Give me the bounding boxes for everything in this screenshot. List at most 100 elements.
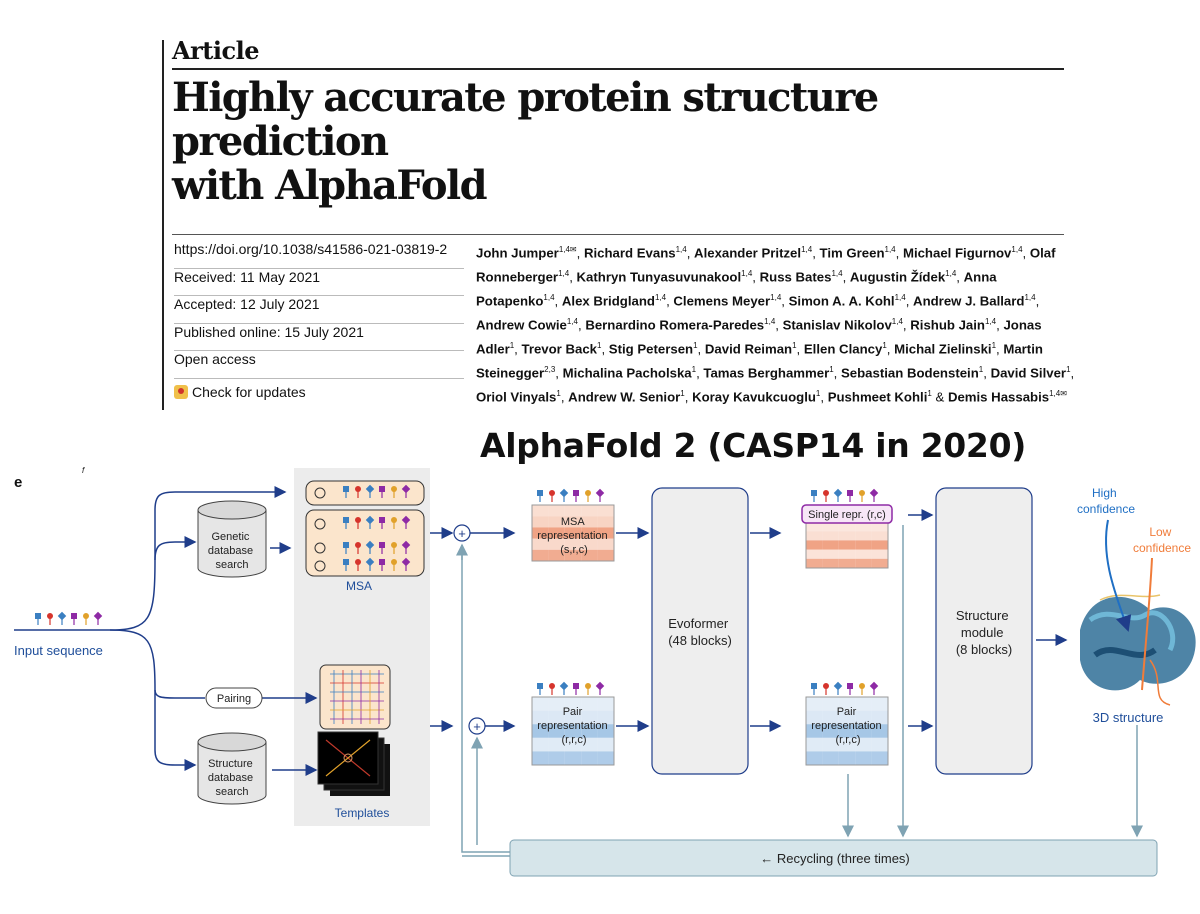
author-name[interactable]: Michal Zielinski — [894, 341, 992, 357]
svg-text:Structure database sea: Structure database search — [208, 758, 256, 798]
author-name[interactable]: Andrew Cowie — [476, 317, 567, 333]
left-rule — [162, 40, 164, 410]
high-confidence-line1: High — [1092, 486, 1117, 500]
author-name[interactable]: Trevor Back — [521, 341, 598, 357]
svg-text:Evoformer (48 blocks): Evoformer (48 blocks) — [668, 616, 732, 648]
author-name[interactable]: Andrew W. Senior — [568, 389, 681, 405]
author-name[interactable]: Demis Hassabis — [947, 389, 1050, 405]
received-date: Received: 11 May 2021 — [174, 269, 464, 296]
author-name[interactable]: Koray Kavukcuoglu — [692, 389, 816, 405]
author-name[interactable]: Rishub Jain — [910, 317, 985, 333]
msa-add-symbol: + — [458, 526, 466, 541]
author-name[interactable]: Jonas Adler — [476, 317, 1042, 357]
author-name[interactable]: Anna Potapenko — [476, 269, 997, 309]
panel-label-small: f — [82, 466, 85, 475]
author-name[interactable]: Tim Green — [819, 245, 885, 261]
author-affiliation: 1,4 — [801, 245, 813, 254]
author-name[interactable]: Andrew J. Ballard — [913, 293, 1025, 309]
author-name[interactable]: Stig Petersen — [608, 341, 694, 357]
author-affiliation: 1 — [509, 340, 515, 350]
author-affiliation: 2,3 — [544, 364, 556, 374]
author-affiliation: 1,4 — [831, 268, 843, 278]
genetic-db-line2: database — [208, 545, 253, 557]
author-name[interactable]: Alex Bridgland — [561, 293, 655, 309]
svg-text:High confidence: High confidence — [1077, 486, 1135, 516]
author-affiliation: 1,4 — [1024, 292, 1036, 302]
author-name[interactable]: David Silver — [990, 365, 1067, 381]
recycling-label: ← Recycling (three times) — [760, 851, 910, 866]
author-affiliation: 1,4 — [654, 292, 667, 302]
title-line-2: with AlphaFold — [172, 162, 488, 209]
author-name[interactable]: Bernardino Romera-Paredes — [585, 317, 765, 333]
author-affiliation: 1 — [829, 364, 834, 374]
genetic-database-icon — [197, 500, 267, 578]
article-meta: https://doi.org/10.1038/s41586-021-03819… — [174, 241, 464, 406]
author-name[interactable]: Alexander Pritzel — [694, 245, 802, 261]
author-name[interactable]: Michalina Pacholska — [562, 365, 692, 381]
author-name[interactable]: Augustin Žídek — [849, 269, 946, 285]
msa-repr-line2: representation — [537, 530, 607, 542]
evoformer-block — [651, 487, 749, 775]
author-name[interactable]: Russ Bates — [759, 269, 832, 285]
high-confidence-line2: confidence — [1077, 502, 1135, 516]
author-name[interactable]: Michael Figurnov — [902, 245, 1012, 261]
author-name[interactable]: Tamas Berghammer — [703, 365, 830, 381]
top-rule — [172, 68, 1064, 70]
author-affiliation: 1 — [882, 340, 887, 350]
check-updates-link[interactable]: Check for updates — [174, 379, 464, 407]
protein-3d-structure-image — [1080, 594, 1196, 706]
author-affiliation: 1,4 — [884, 245, 896, 254]
author-affiliation: 1,4 — [566, 316, 578, 326]
author-name[interactable]: Sebastian Bodenstein — [841, 365, 979, 381]
article-title: Highly accurate protein structure predic… — [172, 76, 1072, 208]
author-affiliation: 1 — [1066, 364, 1071, 374]
figure-heading: AlphaFold 2 (CASP14 in 2020) — [480, 426, 1027, 465]
author-name[interactable]: Martin Steinegger — [476, 341, 1043, 381]
check-updates-label: Check for updates — [192, 384, 306, 401]
input-sequence-glyphs — [35, 611, 103, 625]
structure-db-line2: database — [208, 772, 253, 784]
author-name[interactable]: Ellen Clancy — [803, 341, 883, 357]
author-affiliation: 1 — [556, 388, 561, 398]
author-name[interactable]: Oriol Vinyals — [476, 389, 557, 405]
author-affiliation: 1,4✉ — [558, 245, 577, 254]
author-affiliation: 1,4 — [985, 316, 997, 326]
author-name[interactable]: Stanislav Nikolov — [782, 317, 892, 333]
doi-link[interactable]: https://doi.org/10.1038/s41586-021-03819… — [174, 241, 464, 269]
author-affiliation: 1 — [597, 340, 602, 350]
input-sequence-label: Input sequence — [14, 643, 103, 658]
author-affiliation: 1,4 — [891, 316, 903, 326]
author-name[interactable]: David Reiman — [704, 341, 793, 357]
structure-db-line3: search — [215, 786, 248, 798]
author-affiliation: 1 — [978, 364, 984, 374]
author-affiliation: 1 — [927, 388, 932, 398]
author-name[interactable]: Olaf Ronneberger — [476, 245, 1056, 285]
author-name[interactable]: Clemens Meyer — [673, 293, 771, 309]
author-name[interactable]: Kathryn Tunyasuvunakool — [576, 269, 742, 285]
svg-text:Genetic database searc: Genetic database search — [208, 531, 256, 571]
svg-text:Structure module (8 bl: Structure module (8 blocks) — [956, 608, 1012, 657]
msa-label: MSA — [346, 579, 372, 593]
structure-database-icon — [197, 732, 267, 805]
pair-repr-out-line3: (r,r,c) — [835, 734, 860, 746]
author-name[interactable]: John Jumper — [476, 245, 559, 261]
author-affiliation: 1 — [680, 388, 685, 398]
author-name[interactable]: Richard Evans — [583, 245, 676, 261]
svg-text:MSA representation (s,: MSA representation (s,r,c) — [537, 516, 610, 556]
structure-3d-label: 3D structure — [1093, 710, 1164, 725]
author-name[interactable]: Simon A. A. Kohl — [788, 293, 895, 309]
svg-text:Pair representation (r: Pair representation (r,r,c) — [811, 706, 884, 746]
author-affiliation: 1,4 — [1011, 245, 1023, 254]
genetic-db-line1: Genetic — [212, 531, 250, 543]
genetic-db-line3: search — [215, 559, 248, 571]
author-affiliation: 1,4 — [770, 292, 782, 302]
pairing-pill — [205, 687, 263, 709]
meta-rule — [172, 234, 1064, 235]
msa-representation-grid — [531, 488, 615, 562]
structure-module-line1: Structure — [956, 608, 1009, 623]
author-affiliation: 1 — [792, 340, 797, 350]
author-name[interactable]: Pushmeet Kohli — [827, 389, 928, 405]
templates-label: Templates — [335, 806, 390, 820]
pair-repr-in-line2: representation — [537, 720, 607, 732]
